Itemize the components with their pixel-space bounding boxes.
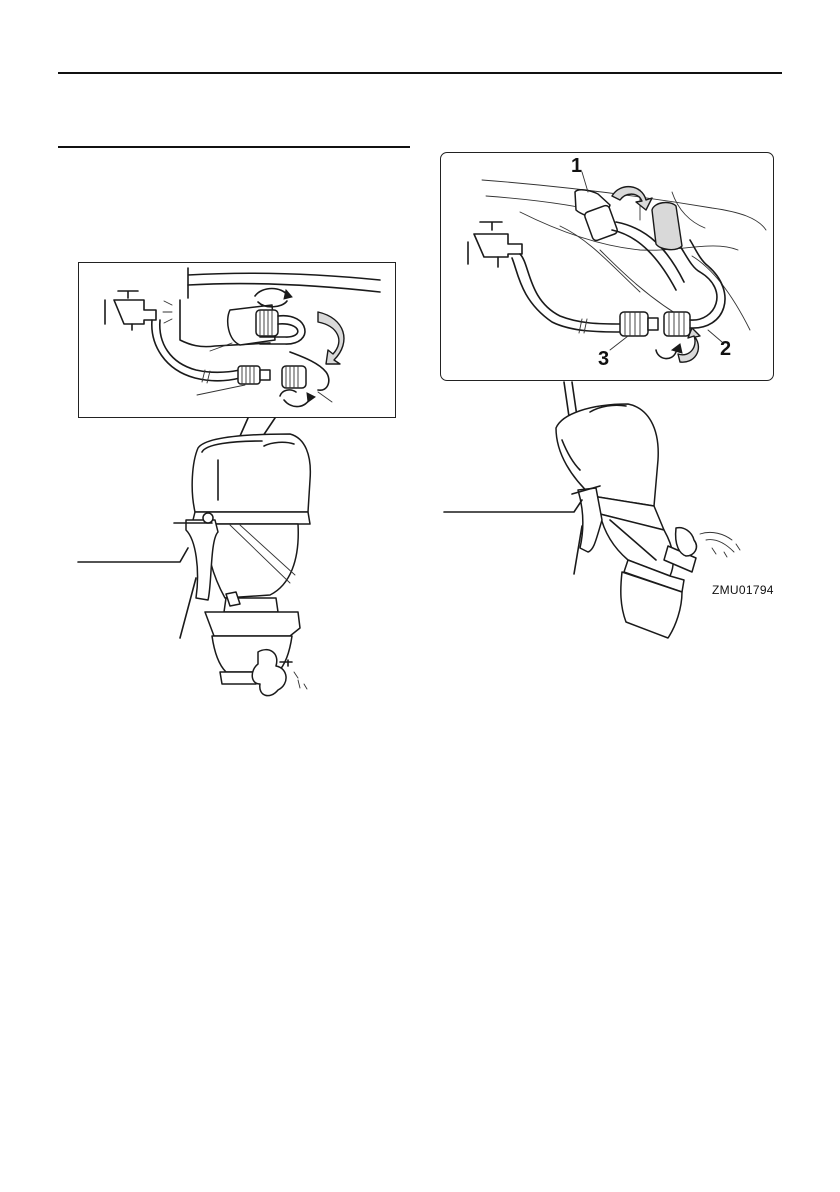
right-engine-leader-2 <box>574 526 582 574</box>
callout-2: 2 <box>720 339 731 359</box>
right-engine-leader-1 <box>444 500 582 512</box>
callout-1: 1 <box>571 156 582 176</box>
left-engine-leader-2 <box>180 578 196 638</box>
left-inset-faucet-icon <box>105 291 156 330</box>
left-inset-engine-body <box>163 268 380 390</box>
right-outboard-engine-tilted <box>556 404 740 638</box>
figure-code: ZMU01794 <box>712 583 774 597</box>
callout-3: 3 <box>598 349 609 369</box>
left-engine-leader-1 <box>78 548 188 562</box>
rotate-arrow-icon <box>255 289 344 407</box>
left-outboard-engine <box>174 434 310 696</box>
